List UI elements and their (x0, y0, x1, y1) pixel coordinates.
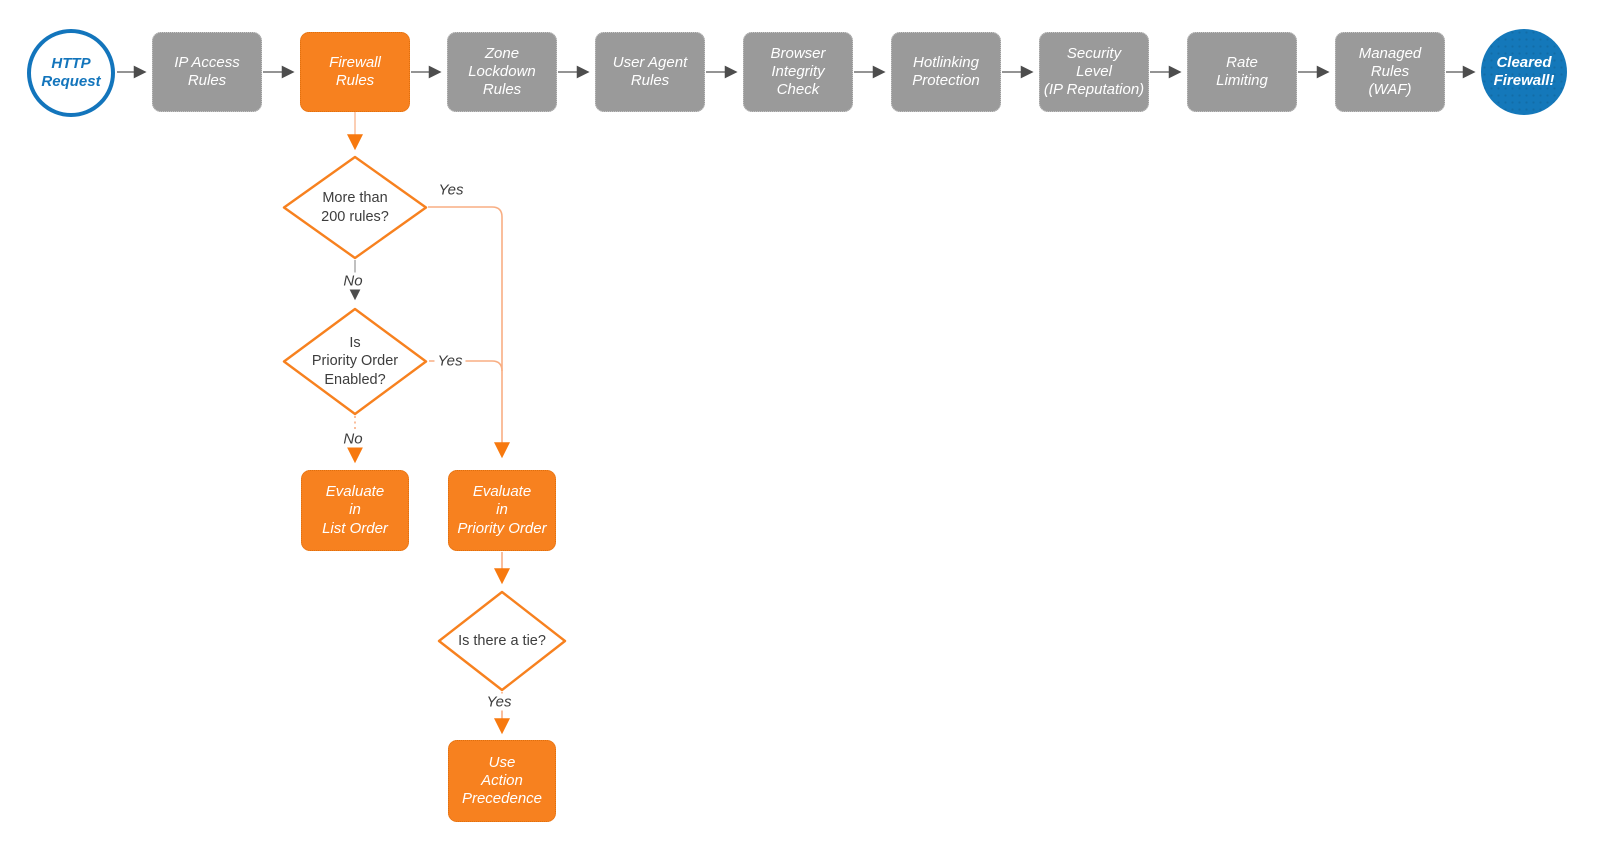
stage-label: Evaluate in Priority Order (457, 483, 547, 537)
stage-label: IP Access Rules (174, 53, 240, 89)
stage-label: Zone Lockdown Rules (468, 44, 536, 99)
diamond-shape (282, 155, 428, 260)
stage-label: Hotlinking Protection (912, 53, 980, 89)
decision-question: Is Priority Order Enabled? (311, 335, 399, 388)
edge-label-tie-yes: Yes (483, 693, 515, 711)
edge-label-decision1-no: No (340, 272, 366, 290)
stage-label: Use Action Precedence (461, 753, 543, 808)
decision-question: Is there a tie? (458, 632, 546, 649)
decision-more-than-200-rules: More than 200 rules? (282, 155, 428, 260)
edge-label-decision2-yes: Yes (434, 352, 466, 370)
node-browser-integrity-check: Browser Integrity Check (743, 32, 853, 112)
stage-label: Evaluate in List Order (322, 483, 388, 537)
node-security-level: Security Level (IP Reputation) (1039, 32, 1149, 112)
cleared-firewall-label: Cleared Firewall! (1493, 53, 1555, 89)
stage-label: Firewall Rules (329, 53, 381, 89)
node-user-agent-rules: User Agent Rules (595, 32, 705, 112)
node-managed-rules-waf: Managed Rules (WAF) (1335, 32, 1445, 112)
http-request-label: HTTP Request (41, 54, 101, 90)
stage-label: Security Level (IP Reputation) (1043, 44, 1145, 99)
node-cleared-firewall: Cleared Firewall! (1481, 29, 1567, 115)
diamond-shape (437, 590, 567, 692)
node-use-action-precedence: Use Action Precedence (448, 740, 556, 822)
decision-priority-order-enabled: Is Priority Order Enabled? (282, 307, 428, 416)
node-http-request: HTTP Request (27, 29, 115, 117)
stage-label: Managed Rules (WAF) (1358, 44, 1422, 99)
node-evaluate-priority-order: Evaluate in Priority Order (448, 470, 556, 551)
node-zone-lockdown-rules: Zone Lockdown Rules (447, 32, 557, 112)
node-evaluate-list-order: Evaluate in List Order (301, 470, 409, 551)
stage-label: User Agent Rules (612, 53, 688, 89)
edge-decision1-yes (428, 206, 510, 459)
node-firewall-rules: Firewall Rules (300, 32, 410, 112)
node-ip-access-rules: IP Access Rules (152, 32, 262, 112)
edge-label-decision2-no: No (340, 430, 366, 448)
stage-label: Browser Integrity Check (770, 44, 826, 99)
node-rate-limiting: Rate Limiting (1187, 32, 1297, 112)
stage-label: Rate Limiting (1216, 53, 1268, 89)
node-hotlinking-protection: Hotlinking Protection (891, 32, 1001, 112)
edge-label-decision1-yes: Yes (435, 181, 467, 199)
decision-question: More than 200 rules? (321, 190, 389, 225)
edge-decision2-yes (429, 360, 503, 372)
diamond-shape (282, 307, 428, 416)
decision-is-there-a-tie: Is there a tie? (437, 590, 567, 692)
